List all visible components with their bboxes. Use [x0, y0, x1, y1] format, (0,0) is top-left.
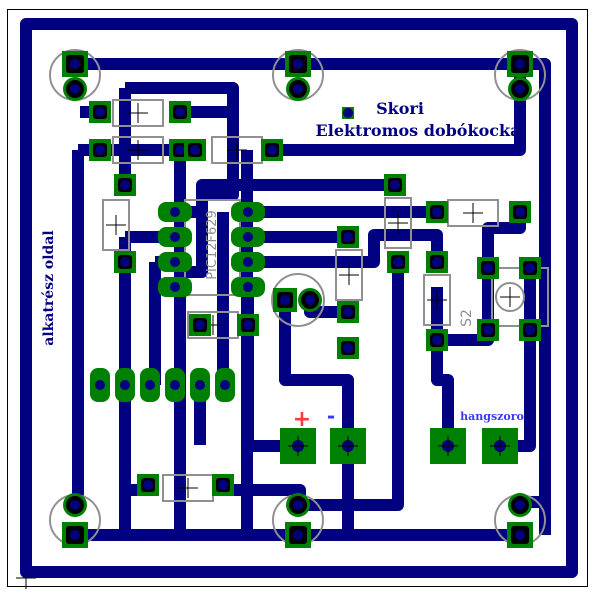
switch-actuator [495, 282, 525, 312]
title-line-2: Elektromos dobókocka [316, 121, 521, 140]
led-pad-round [63, 77, 87, 101]
switch-pad [519, 257, 541, 279]
board-outline [7, 9, 588, 587]
switch-pad [519, 319, 541, 341]
header-pad [115, 368, 135, 402]
resistor-outline [112, 136, 164, 164]
resistor-outline [423, 274, 451, 326]
led-pad-square [507, 522, 533, 548]
resistor-pad [387, 251, 409, 273]
led-pad-square [507, 51, 533, 77]
ic-pad [231, 227, 265, 247]
resistor-pad [426, 201, 448, 223]
header-pad [215, 368, 235, 402]
power-minus-label: - [327, 404, 335, 428]
resistor-outline [102, 199, 130, 251]
led-pad-round [286, 493, 310, 517]
switch-label: S2 [459, 309, 475, 327]
resistor-pad [169, 101, 191, 123]
switch-pad [477, 257, 499, 279]
power-plus-pad [280, 428, 316, 464]
ic-label: PIC12F629 [205, 210, 220, 280]
resistor-pad [114, 174, 136, 196]
ic-pad [231, 252, 265, 272]
title-line-1: Skori [376, 99, 424, 118]
power-minus-pad [330, 428, 366, 464]
capacitor-outline [271, 273, 325, 327]
trace [298, 262, 404, 511]
resistor-pad [212, 474, 234, 496]
led-pad-round [508, 77, 532, 101]
resistor-pad [337, 301, 359, 323]
resistor-pad [114, 251, 136, 273]
trace [248, 229, 443, 268]
trace [75, 58, 551, 535]
resistor-pad [426, 251, 448, 273]
led-pad-square [62, 51, 88, 77]
trace [431, 287, 454, 446]
trace [125, 82, 239, 278]
resistor-pad [261, 139, 283, 161]
resistor-pad [89, 101, 111, 123]
speaker-pad [482, 428, 518, 464]
led-pad-square [285, 522, 311, 548]
resistor-pad [89, 139, 111, 161]
pads-layer [62, 51, 541, 548]
speaker-label: hangszoro [460, 410, 524, 423]
ground-ring-trace [20, 18, 578, 578]
led-pad-round [63, 493, 87, 517]
resistor-pad [384, 174, 406, 196]
side-label: alkatrész oldal [41, 230, 57, 345]
resistor-outline [335, 249, 363, 301]
header-pad [140, 368, 160, 402]
resistor-outline [112, 99, 164, 127]
capacitor-pad [298, 288, 322, 312]
resistor-pad [426, 329, 448, 351]
resistor-pad [184, 139, 206, 161]
ic-pad [231, 202, 265, 222]
resistor-outline [384, 197, 412, 249]
resistor-pad [189, 314, 211, 336]
switch-pad [477, 319, 499, 341]
ic-pad [158, 227, 192, 247]
header-pad [90, 368, 110, 402]
led-pad-round [508, 493, 532, 517]
led-pad-square [285, 51, 311, 77]
speaker-pad [430, 428, 466, 464]
ic-pad [231, 277, 265, 297]
ic-pad [158, 277, 192, 297]
header-pad [190, 368, 210, 402]
resistor-pad [337, 226, 359, 248]
resistor-pad [137, 474, 159, 496]
power-plus-label: + [293, 407, 311, 432]
ic-pad [158, 252, 192, 272]
ic-pad [158, 202, 192, 222]
resistor-pad [237, 314, 259, 336]
capacitor-pad [273, 288, 297, 312]
via-pad [342, 107, 354, 119]
header-pad [165, 368, 185, 402]
resistor-pad [509, 201, 531, 223]
led-pad-square [62, 522, 88, 548]
resistor-pad [337, 337, 359, 359]
ic-outline [184, 199, 241, 296]
led-pad-round [286, 77, 310, 101]
